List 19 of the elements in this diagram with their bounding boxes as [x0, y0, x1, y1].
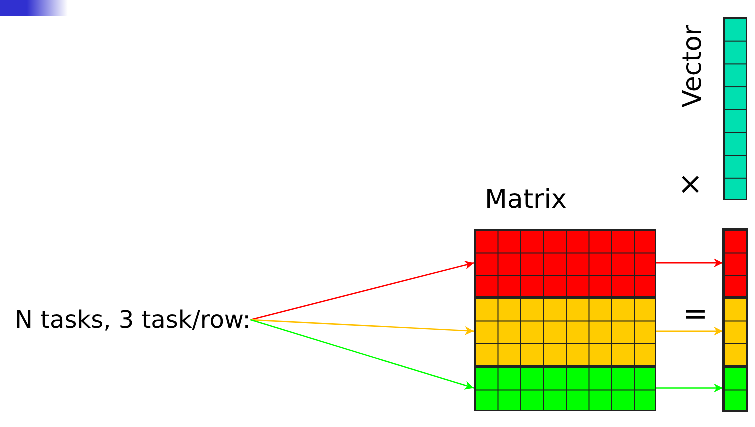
- arrow: [250, 319, 474, 336]
- task-count-label: N tasks, 3 task/row:: [15, 300, 251, 340]
- result-segment: [723, 297, 747, 366]
- matrix-row-band: [474, 366, 656, 411]
- arrow: [250, 319, 474, 390]
- arrow: [250, 260, 474, 321]
- arrow: [656, 258, 723, 268]
- matrix-grid: [474, 185, 656, 411]
- matrix-row-band: [474, 297, 656, 366]
- arrow: [656, 326, 723, 336]
- vector-title: Vector: [678, 25, 708, 108]
- result-segment: [723, 366, 747, 411]
- multiply-sign: ×: [678, 170, 704, 200]
- matrix-title: Matrix: [485, 185, 567, 215]
- result-segment: [723, 229, 747, 298]
- matrix-row-band: [474, 229, 656, 298]
- result-vector: [723, 229, 747, 411]
- arrow: [656, 384, 723, 393]
- equals-sign: =: [683, 300, 708, 330]
